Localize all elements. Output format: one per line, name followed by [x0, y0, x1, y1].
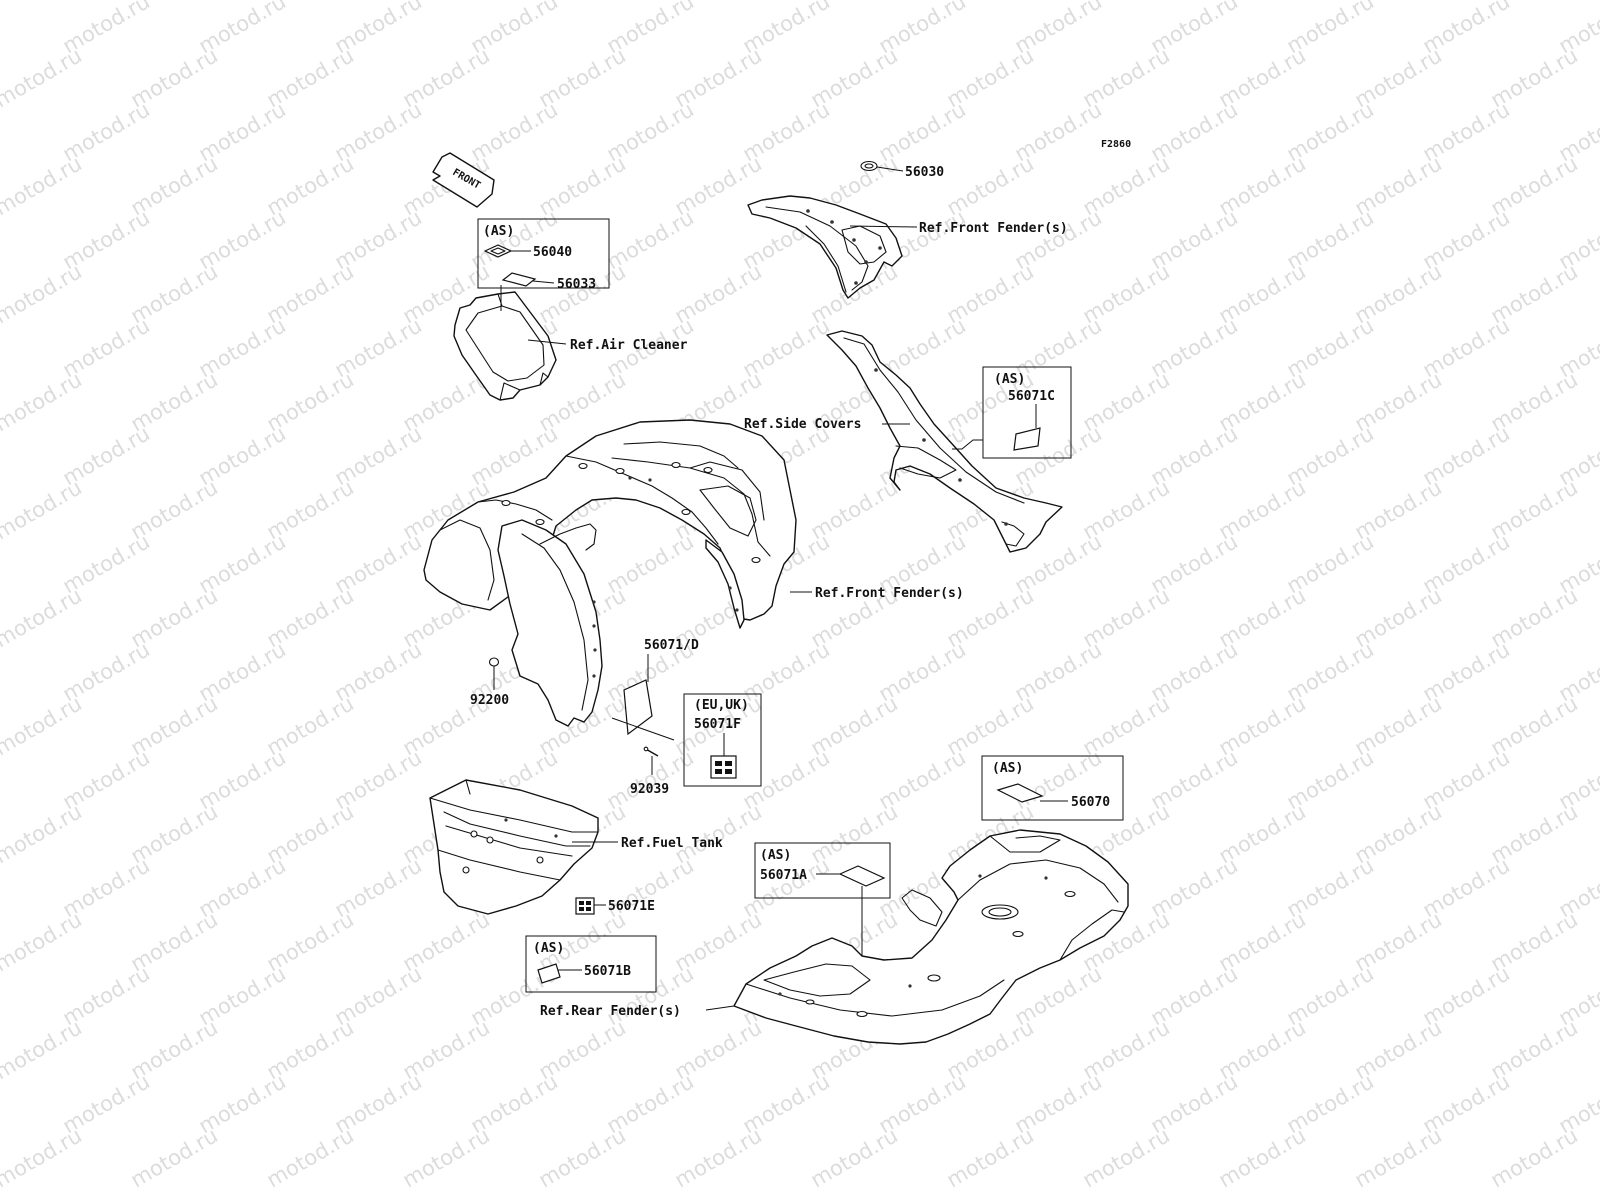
air-cleaner-group: (AS) 56040 56033 Ref.Air Cleaner: [453, 218, 688, 401]
nut-92200: [488, 657, 500, 667]
fender-mount-holes: [501, 461, 761, 678]
part-label-56040: 56040: [533, 245, 572, 260]
decal-56071c-shape: [1013, 427, 1041, 451]
fuel-tank-group: Ref.Fuel Tank 56071E: [429, 779, 723, 915]
as-box-56071b-group: (AS) 56071B: [525, 935, 657, 993]
part-label-92200: 92200: [470, 693, 509, 708]
decal-56033-shape: [501, 272, 537, 287]
decal-56071b-shape: [537, 963, 561, 984]
front-fender-top: [747, 195, 903, 299]
ref-fuel-tank-label: Ref.Fuel Tank: [621, 836, 723, 851]
part-label-56071d: 56071/D: [644, 638, 699, 653]
ref-front-fender-top-label: Ref.Front Fender(s): [919, 221, 1068, 236]
part-label-56071a: 56071A: [760, 868, 807, 883]
decal-56071f-shape: [710, 755, 737, 779]
part-label-56071c: 56071C: [1008, 389, 1055, 404]
decal-56040-shape: [483, 244, 513, 258]
air-cleaner-cover: [453, 291, 557, 401]
decal-56071d-shape: [623, 679, 653, 736]
part-label-56071e: 56071E: [608, 899, 655, 914]
eu-uk-box: [683, 693, 762, 787]
ref-front-fender-main-label: Ref.Front Fender(s): [815, 586, 964, 601]
part-label-56071f: 56071F: [694, 717, 741, 732]
front-fender-main: [423, 419, 797, 621]
front-fender-right-panel: [705, 539, 745, 629]
decal-56070-shape: [996, 783, 1044, 803]
as-tag-56071a: (AS): [760, 848, 791, 863]
as-box-air-cleaner: [477, 218, 610, 289]
decal-56071a-shape: [838, 865, 886, 887]
as-box-56071c: [982, 366, 1072, 459]
decal-56071e-shape: [575, 897, 595, 915]
as-box-56070: [981, 755, 1124, 821]
part-label-56070: 56070: [1071, 795, 1110, 810]
eu-uk-group: (EU,UK) 56071F: [683, 693, 762, 787]
cap-56030: [860, 160, 878, 172]
fuel-tank-bracket: [429, 779, 599, 915]
ref-rear-fender-label: Ref.Rear Fender(s): [540, 1004, 681, 1019]
front-fender-top-group: 56030 Ref.Front Fender(s): [747, 160, 1068, 299]
part-label-56071b: 56071B: [584, 964, 631, 979]
front-arrow-icon: FRONT: [432, 152, 495, 208]
as-tag-56071b: (AS): [533, 941, 564, 956]
part-label-56033: 56033: [557, 277, 596, 292]
front-fender-main-group: Ref.Front Fender(s) 56071/D 92200 92039: [423, 419, 964, 797]
side-covers-group: (AS) 56071C Ref.Side Covers: [744, 330, 1072, 553]
rear-fender-group: (AS) 56070 (AS) 56071A Ref.Rear Fender(s…: [540, 755, 1129, 1045]
front-fender-inner-panel: [497, 519, 603, 727]
part-label-56030: 56030: [905, 165, 944, 180]
part-label-92039: 92039: [630, 782, 669, 797]
as-box-56071a: [754, 842, 891, 899]
as-tag-air-cleaner: (AS): [483, 224, 514, 239]
as-tag-56070: (AS): [992, 761, 1023, 776]
eu-uk-tag: (EU,UK): [694, 698, 749, 713]
diagram-code: F2860: [1101, 139, 1131, 150]
ref-air-cleaner-label: Ref.Air Cleaner: [570, 338, 688, 353]
as-tag-56071c: (AS): [994, 372, 1025, 387]
ref-side-covers-label: Ref.Side Covers: [744, 417, 861, 432]
as-box-56071b: [525, 935, 657, 993]
rear-fender-part: [733, 829, 1129, 1045]
